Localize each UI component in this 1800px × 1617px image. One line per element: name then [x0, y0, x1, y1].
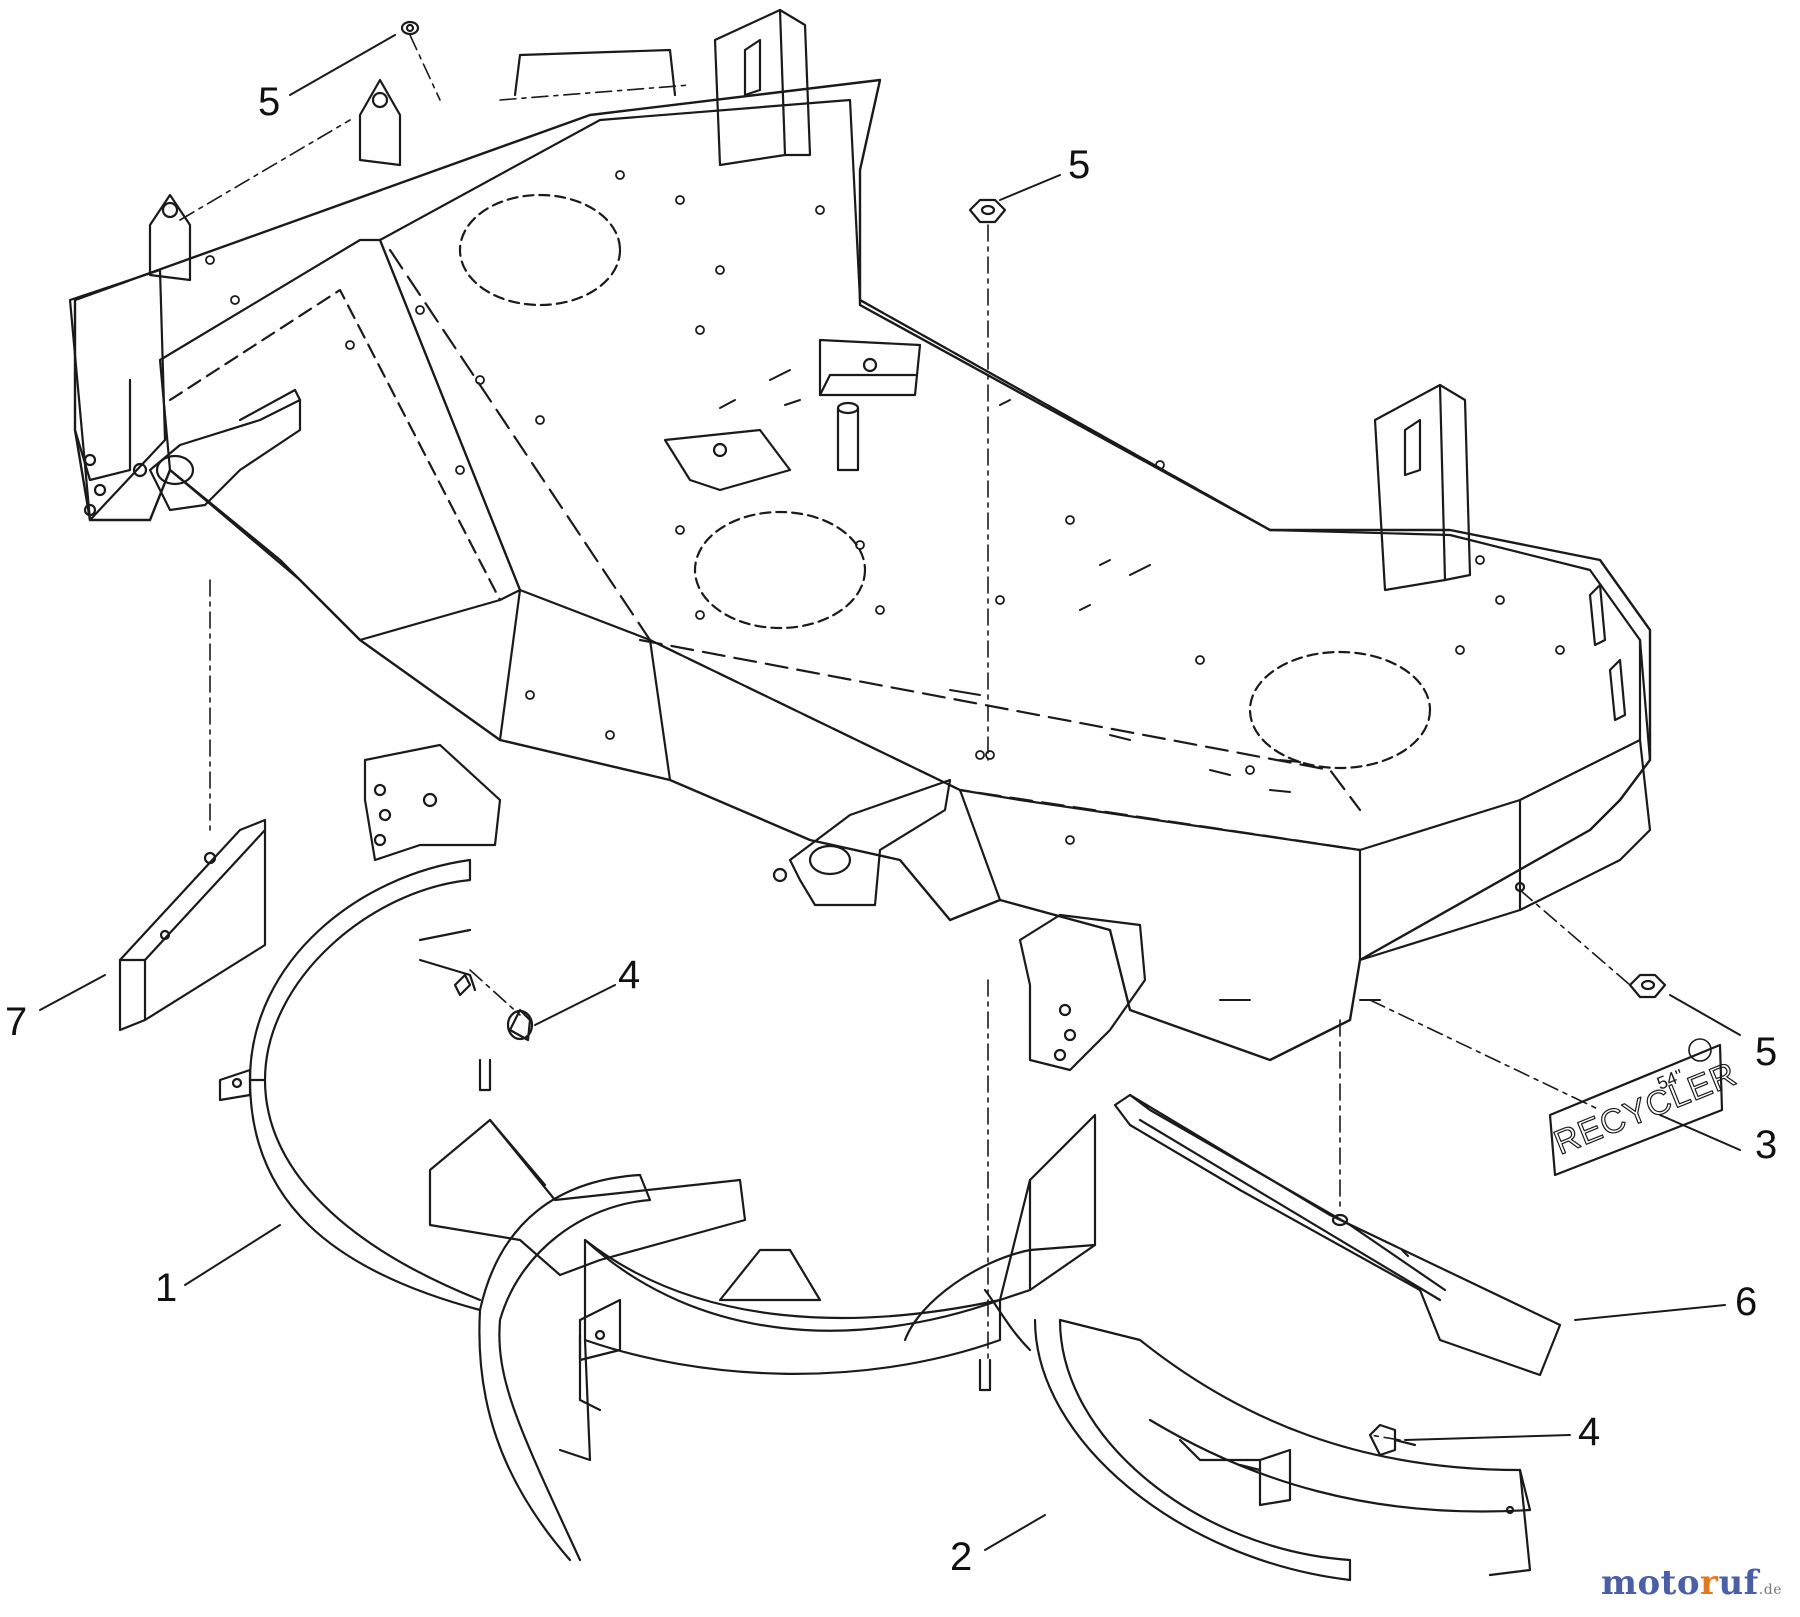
- bracket-upper: [818, 338, 922, 397]
- lift-plate-right-rear: [1373, 383, 1447, 592]
- leader-1: [184, 1224, 281, 1286]
- lift-plate-center-rear: [713, 8, 787, 167]
- decal-logo-icon: [1688, 1038, 1712, 1062]
- callout-1: 1: [155, 1266, 178, 1310]
- leader-4-left: [534, 984, 616, 1026]
- left-arm-assembly: [68, 268, 302, 522]
- leader-lines: [39, 34, 1741, 1551]
- spindle-hole-center: [693, 510, 867, 630]
- deck-shell: [73, 78, 1652, 1062]
- watermark-part1: moto: [1600, 1563, 1701, 1603]
- callout-2: 2: [950, 1535, 973, 1579]
- rear-tab-far-left: [148, 193, 192, 282]
- deck-slots: [719, 369, 1381, 1001]
- callout-4-lower: 4: [1578, 1410, 1601, 1454]
- deck-handle: [513, 48, 677, 97]
- spindle-hole-left: [458, 193, 622, 307]
- assembly-guide-lines: [179, 34, 1631, 1441]
- part-6-blade: [1113, 1093, 1562, 1377]
- front-bracket-left: [363, 743, 502, 862]
- leader-6: [1574, 1304, 1726, 1321]
- callout-5-center: 5: [1068, 143, 1091, 187]
- leader-5-center: [999, 174, 1061, 201]
- callout-4-left: 4: [618, 953, 641, 997]
- flange-nut-right-icon: [1628, 973, 1667, 999]
- spindle-holes: [458, 193, 1432, 770]
- leader-3: [1659, 1114, 1741, 1151]
- right-studs: [1588, 583, 1627, 722]
- watermark-part4: .de: [1758, 1582, 1782, 1598]
- decal-text-recycler: RECYCLER: [1549, 1055, 1742, 1163]
- rear-tab-left: [358, 78, 402, 167]
- nut-icon: [400, 20, 420, 36]
- spindle-pin: [836, 406, 860, 472]
- deck-bolt-holes: [205, 170, 1565, 845]
- callout-7: 7: [5, 1000, 28, 1044]
- center-brackets: [663, 338, 922, 492]
- front-bracket-right: [1018, 913, 1147, 1072]
- callout-3: 3: [1755, 1123, 1778, 1167]
- part-1-baffle-left: [218, 858, 747, 1312]
- part-3-recycler-decal: [1548, 1043, 1724, 1177]
- front-bracket-center: [788, 778, 952, 907]
- rear-lift-plates: [148, 8, 1472, 592]
- watermark: motoruf.de: [1601, 1563, 1782, 1603]
- leader-2: [984, 1514, 1046, 1551]
- flange-nut-icon: [968, 198, 1007, 224]
- front-brackets: [363, 743, 1147, 1072]
- leader-7: [39, 974, 106, 1011]
- callout-6: 6: [1735, 1280, 1758, 1324]
- part-2-baffle-center: [478, 1113, 1532, 1582]
- spindle-hole-right: [1248, 650, 1432, 770]
- leader-4-lower: [1404, 1434, 1571, 1441]
- bolt-lower-icon: [1368, 1423, 1397, 1457]
- leader-5-right: [1669, 994, 1741, 1036]
- callout-5-top: 5: [258, 80, 281, 124]
- bracket-lower: [663, 428, 792, 492]
- fasteners: [400, 20, 1667, 1457]
- carriage-bolt-icon: [508, 1008, 532, 1042]
- part-7-deflector-plate: [118, 818, 267, 1032]
- watermark-part2: r: [1700, 1563, 1719, 1603]
- callout-5-right: 5: [1755, 1030, 1778, 1074]
- leader-5-top: [289, 34, 396, 96]
- watermark-part3: uf: [1718, 1563, 1759, 1603]
- arm-pivot: [148, 398, 302, 512]
